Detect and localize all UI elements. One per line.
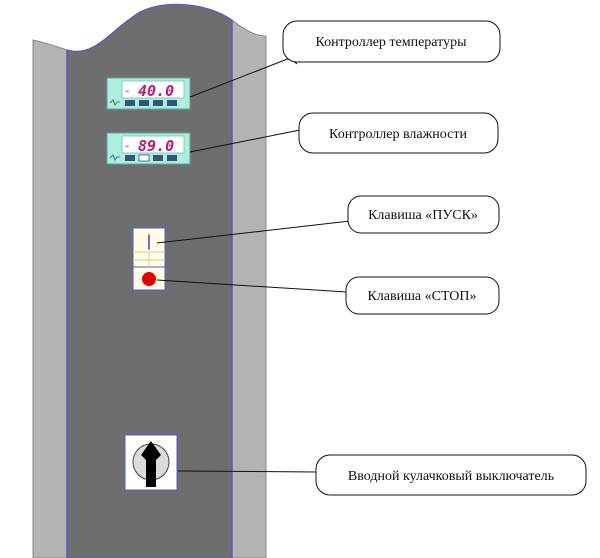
humidity-controller-mode-button[interactable] — [138, 154, 150, 162]
stop-key-button[interactable] — [133, 267, 165, 290]
humidity-controller-down-button[interactable] — [153, 155, 163, 161]
humidity-controller-value: 89.0 — [138, 137, 174, 155]
humidity-controller-set-button[interactable] — [125, 155, 135, 161]
humidity-controller-up-button[interactable] — [167, 155, 177, 161]
humidity-controller-wave-icon — [109, 154, 120, 161]
callout-stop-label: Клавиша «СТОП» — [367, 289, 476, 304]
callout-stop: Клавиша «СТОП» — [345, 276, 500, 315]
callout-cam-switch-label: Вводной кулачковый выключатель — [348, 469, 554, 484]
temperature-controller-up-button[interactable] — [167, 100, 177, 106]
callout-start-label: Клавиша «ПУСК» — [368, 208, 478, 223]
cabinet-right-side — [231, 18, 267, 558]
callout-humidity-label: Контроллер влажности — [329, 127, 467, 142]
callout-cam-switch: Вводной кулачковый выключатель — [315, 454, 587, 496]
leader-stop — [156, 279, 348, 293]
temperature-controller-down-button[interactable] — [153, 100, 163, 106]
start-stop-block: | — [132, 227, 166, 291]
start-key-symbol: | — [147, 233, 151, 250]
humidity-controller[interactable]: 89.0 ∞ — [106, 132, 191, 165]
temperature-controller-mode-button[interactable] — [139, 100, 149, 106]
callout-start: Клавиша «ПУСК» — [347, 195, 500, 234]
humidity-controller-unit-mark: ∞ — [125, 144, 129, 150]
stop-key-red-dot-icon — [142, 272, 156, 286]
temperature-controller-set-button[interactable] — [125, 100, 135, 106]
temperature-controller-value: 40.0 — [138, 82, 174, 100]
leader-start — [156, 220, 351, 244]
callout-temperature: Контроллер температуры — [282, 20, 501, 63]
temperature-controller-unit-mark: ∞ — [125, 89, 129, 95]
leader-cam-switch — [177, 470, 319, 473]
cam-switch-knob-icon — [141, 441, 161, 487]
temperature-controller-wave-icon — [109, 99, 120, 106]
cam-switch[interactable] — [124, 434, 178, 491]
callout-humidity: Контроллер влажности — [298, 112, 499, 154]
cabinet-left-side — [32, 39, 68, 558]
callout-temperature-label: Контроллер температуры — [315, 35, 467, 50]
temperature-controller[interactable]: 40.0 ∞ — [106, 77, 191, 110]
